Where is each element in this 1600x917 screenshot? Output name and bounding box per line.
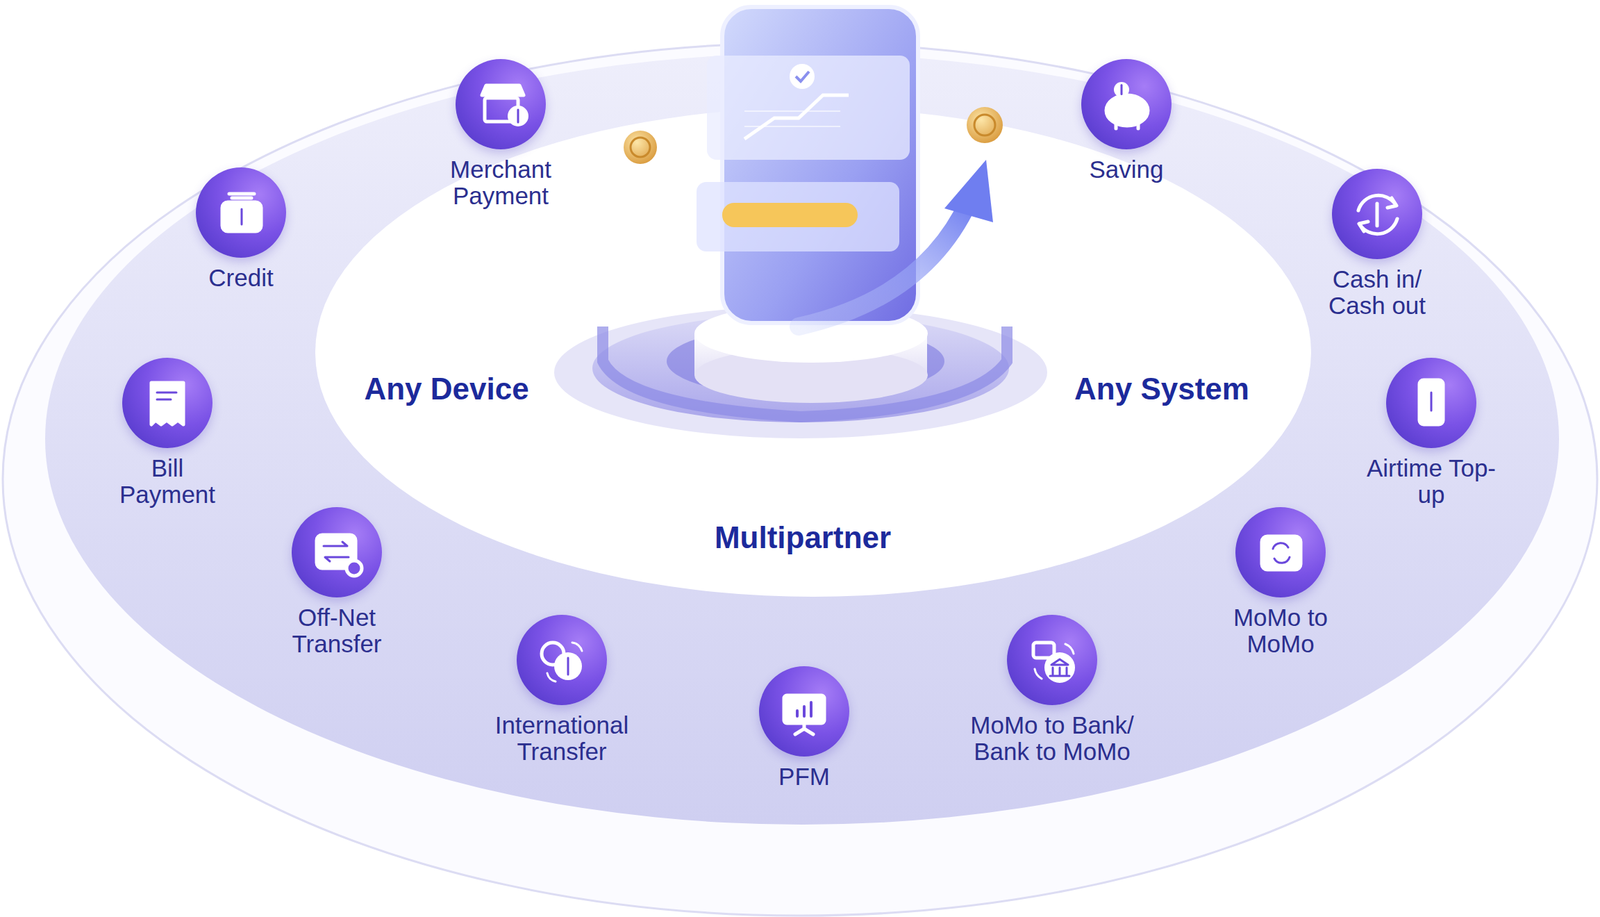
icon-glyph: [455, 59, 546, 150]
service-label: Off-Net Transfer: [267, 604, 407, 657]
icon-glyph: [195, 167, 287, 258]
service-icon: [759, 665, 850, 757]
service-node: Airtime Top-up: [1361, 357, 1501, 508]
service-icon: [291, 506, 382, 598]
service-label: Cash in/ Cash out: [1314, 265, 1440, 319]
icon-glyph: [1386, 357, 1477, 448]
service-node: MoMo to MoMo: [1211, 506, 1350, 657]
service-icon: [1081, 59, 1172, 150]
service-label: Saving: [1056, 156, 1196, 183]
service-node: Credit: [171, 167, 311, 291]
service-node: Cash in/ Cash out: [1314, 168, 1440, 319]
service-label: Bill Payment: [111, 454, 223, 508]
service-node: Bill Payment: [111, 357, 223, 508]
service-node: Merchant Payment: [431, 59, 571, 210]
service-label: PFM: [734, 763, 874, 790]
icon-glyph: [759, 665, 850, 757]
service-node: MoMo to Bank/ Bank to MoMo: [958, 614, 1146, 765]
ring-label: Any Device: [363, 371, 529, 407]
service-node: International Transfer: [475, 614, 649, 765]
service-label: Credit: [171, 264, 311, 291]
service-icon: [455, 59, 546, 150]
ring-label: Multipartner: [714, 520, 891, 555]
icon-glyph: [1081, 59, 1172, 150]
phone-illustration: [554, 6, 1048, 439]
ring-label: Any System: [1074, 371, 1250, 407]
icon-glyph: [1235, 506, 1326, 598]
service-label: Merchant Payment: [431, 156, 571, 210]
icon-glyph: [122, 357, 213, 448]
icon-glyph: [291, 506, 382, 598]
service-icon: [516, 614, 607, 705]
service-label: International Transfer: [475, 711, 649, 765]
service-icon: [1386, 357, 1477, 448]
service-label: MoMo to Bank/ Bank to MoMo: [958, 711, 1146, 765]
service-node: PFM: [734, 665, 874, 790]
icon-glyph: [1006, 614, 1098, 705]
service-label: Airtime Top-up: [1361, 454, 1501, 508]
service-node: Off-Net Transfer: [267, 506, 407, 657]
service-icon: [1235, 506, 1326, 598]
icon-glyph: [1331, 168, 1423, 260]
service-label: MoMo to MoMo: [1211, 604, 1350, 657]
service-icon: [1331, 168, 1423, 260]
service-icon: [122, 357, 213, 448]
icon-glyph: [516, 614, 607, 705]
service-node: Saving: [1056, 59, 1196, 183]
service-icon: [1006, 614, 1098, 705]
service-icon: [195, 167, 287, 258]
